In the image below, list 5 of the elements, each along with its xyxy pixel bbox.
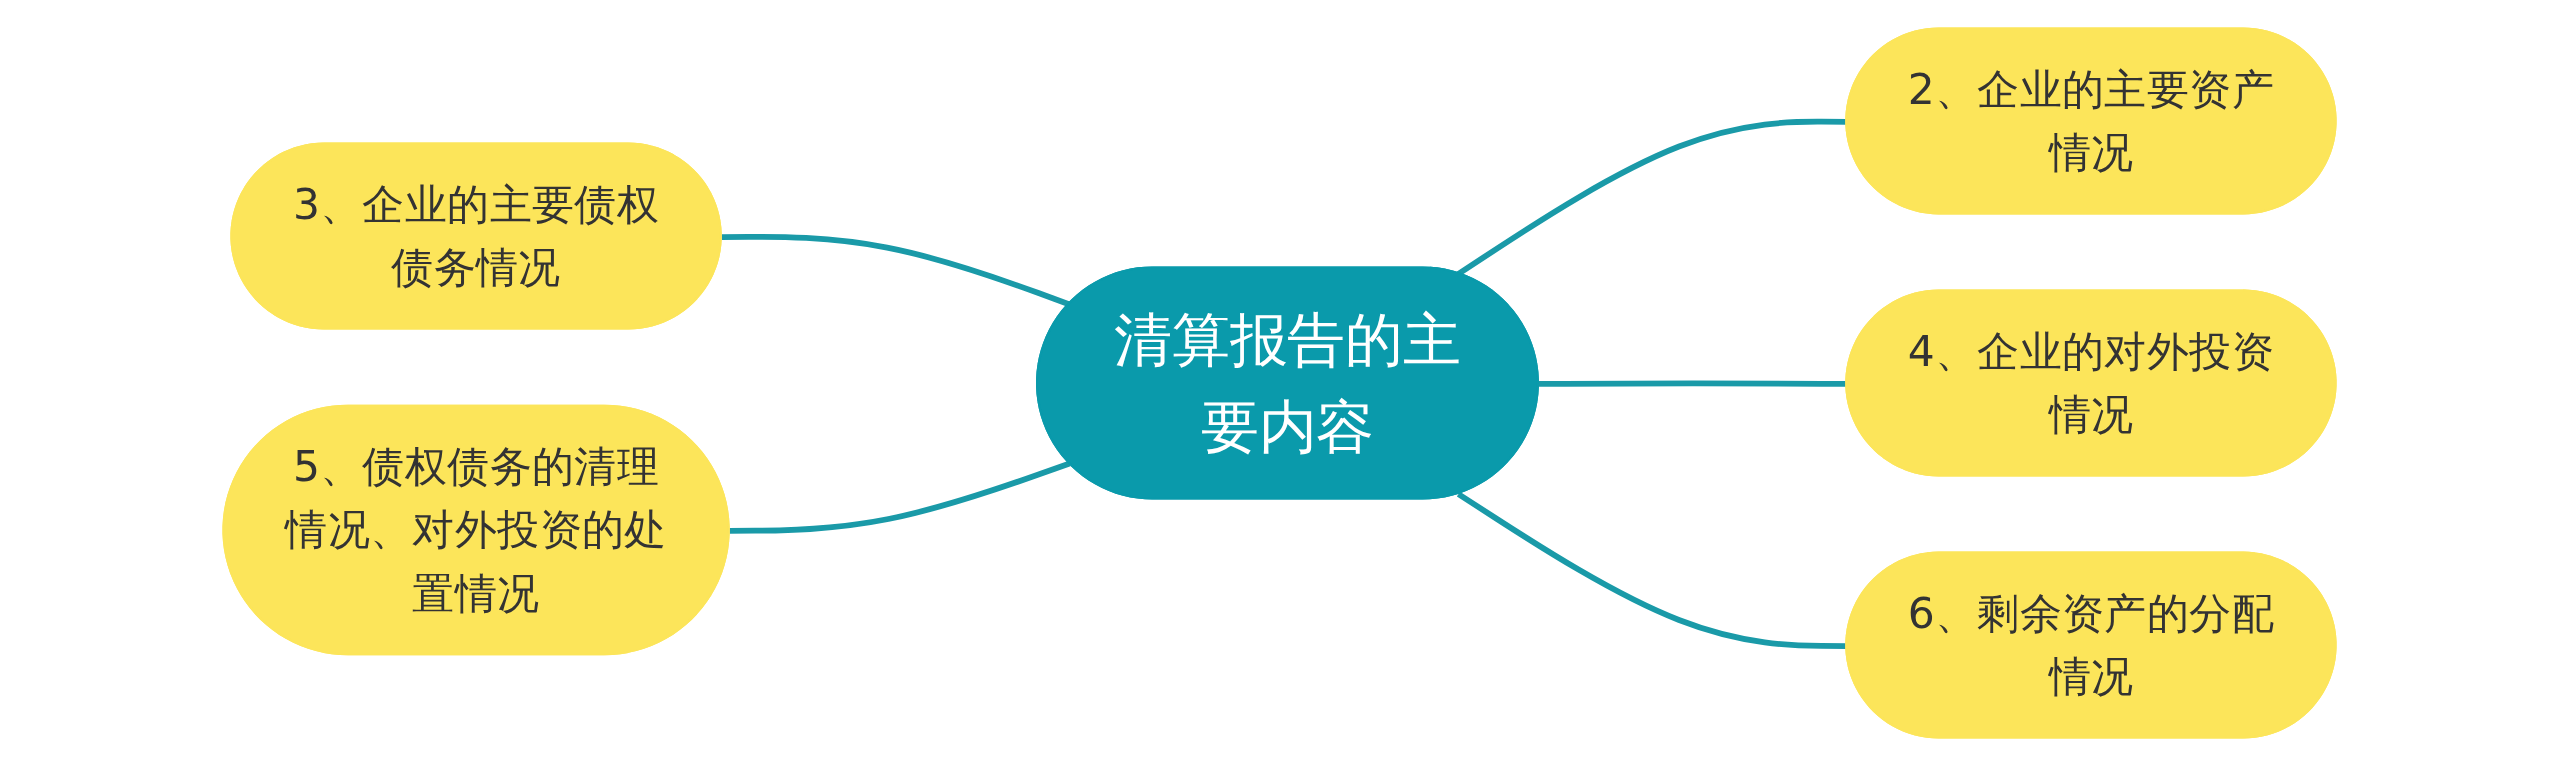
connector: [730, 460, 1072, 534]
connector: [722, 233, 1072, 308]
connector: [1457, 491, 1848, 649]
connector: [1457, 118, 1848, 277]
connector: [1539, 380, 1848, 387]
